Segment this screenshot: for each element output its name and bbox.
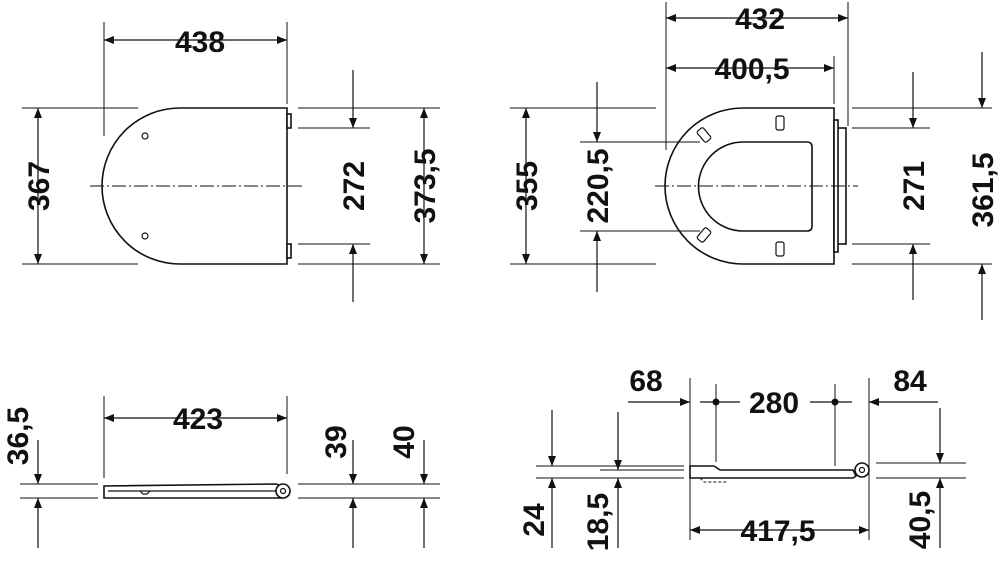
view-bottom-right: 68 280 84 24 18,5 417,5 40,5 [518,365,966,551]
seat-ring-profile [689,465,858,479]
dim-280: 280 [749,387,799,420]
dim-355: 355 [511,161,544,211]
view-top-left: 438 367 272 373,5 [22,22,442,302]
screw-hole [141,132,149,140]
dim-361-5: 361,5 [967,152,1000,227]
buffer-pad [696,127,712,143]
dim-18-5: 18,5 [582,493,615,551]
buffer-pad [775,241,785,257]
view-bottom-left: 423 36,5 39 40 [2,396,440,548]
buffer-pad [696,227,712,243]
hinge-edge [286,113,292,129]
dim-84: 84 [893,365,927,398]
dim-39: 39 [320,425,353,458]
dim-271: 271 [898,161,931,211]
seat-ring-opening [697,141,813,232]
hinge-edge [286,243,292,259]
dim-dot [712,398,720,406]
dim-40-5: 40,5 [904,491,937,549]
seat-lid-outline [101,107,288,265]
hinge-pivot-inner [279,487,287,495]
dim-40: 40 [388,425,421,458]
dim-367: 367 [23,161,56,211]
dim-423: 423 [173,403,223,436]
dim-400-5: 400,5 [714,53,789,86]
dim-68: 68 [629,365,662,398]
dim-432: 432 [735,3,785,36]
dim-220-5: 220,5 [582,148,615,223]
dim-272: 272 [338,161,371,211]
hinge-pivot [854,462,870,478]
view-top-right: 432 400,5 355 220,5 271 361,5 [510,2,1000,320]
screw-hole [141,232,149,240]
dim-dot [831,398,839,406]
dim-24: 24 [518,503,551,537]
hinge-pivot [275,483,291,499]
dim-438: 438 [175,26,225,59]
dim-36-5: 36,5 [2,407,35,465]
buffer-pad [775,115,785,131]
dim-417-5: 417,5 [740,515,815,548]
dim-373-5: 373,5 [409,148,442,223]
hinge-pivot-inner [858,466,866,474]
